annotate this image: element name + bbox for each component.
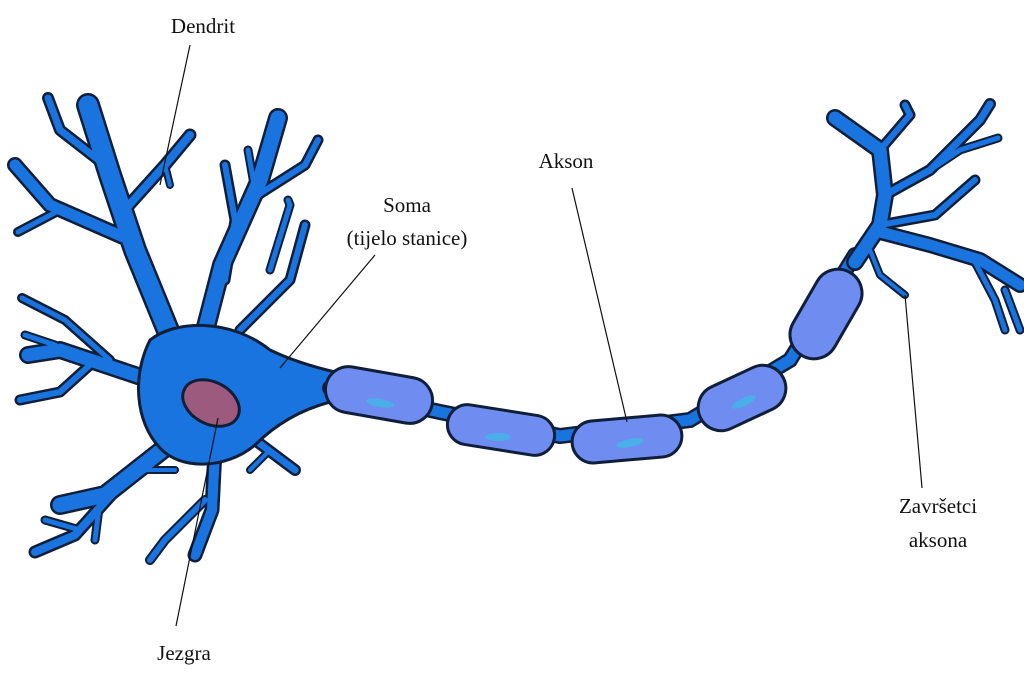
- label-soma-line1: Soma: [383, 193, 432, 217]
- schwann-nucleus: [485, 433, 511, 441]
- myelin-segment: [322, 363, 436, 427]
- label-terminals-line1: Završetci: [899, 494, 977, 518]
- myelin-segment: [445, 402, 558, 458]
- leader-dendrite: [160, 45, 190, 185]
- myelin-segment: [781, 260, 871, 367]
- label-axon: Akson: [539, 149, 594, 173]
- myelin-segment: [691, 358, 794, 439]
- label-terminals-line2: aksona: [909, 528, 968, 552]
- label-nucleus: Jezgra: [157, 641, 211, 665]
- label-soma-line2: (tijelo stanice): [347, 226, 468, 250]
- leader-axon: [572, 188, 627, 422]
- dendrites: [15, 98, 318, 560]
- soma: [139, 325, 335, 464]
- leader-terminals: [905, 295, 922, 488]
- label-dendrite: Dendrit: [171, 14, 235, 38]
